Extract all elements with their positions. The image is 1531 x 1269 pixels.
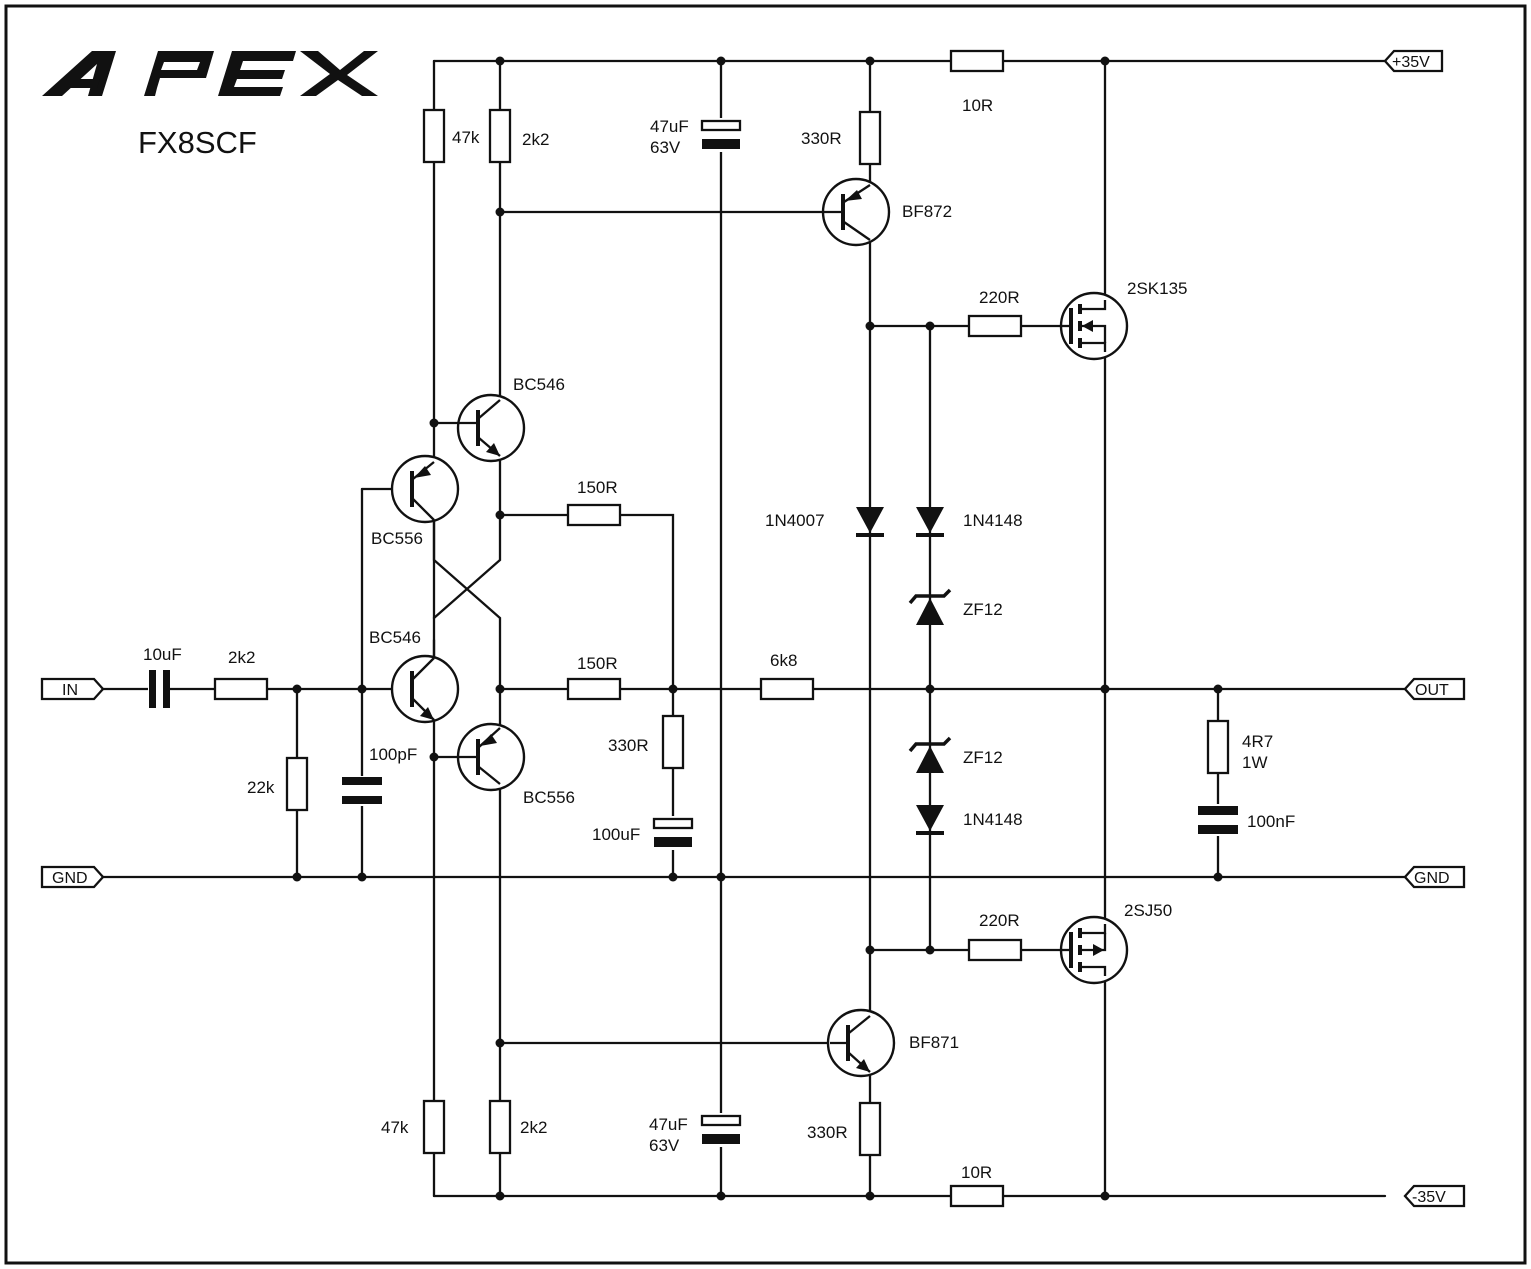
label-q-in-bot-npn: BC546 bbox=[369, 628, 421, 647]
label-c-filter: 100pF bbox=[369, 745, 417, 764]
port-minus-35v: -35V bbox=[1403, 1184, 1466, 1208]
label-r-bias-in: 22k bbox=[247, 778, 275, 797]
svg-text:GND: GND bbox=[52, 870, 88, 887]
label-q-vas-top: BF872 bbox=[902, 202, 952, 221]
port-gnd-right: GND bbox=[1403, 865, 1466, 889]
port-plus-35v: +35V bbox=[1383, 49, 1444, 73]
label-d-top-sig: 1N4148 bbox=[963, 511, 1023, 530]
capacitors bbox=[148, 118, 1238, 1147]
resistor-r-vas-bot bbox=[858, 1101, 882, 1157]
component-labels: 10uF 2k2 22k 100pF 47k 2k2 47uF 63V 330R… bbox=[143, 96, 1295, 1182]
resistor-r-fb-shunt bbox=[661, 714, 685, 770]
transistor-q-in-top-pnp bbox=[390, 454, 460, 524]
svg-text:OUT: OUT bbox=[1415, 682, 1449, 699]
port-out: OUT bbox=[1403, 677, 1466, 701]
resistor-r-top-a bbox=[422, 108, 446, 164]
capacitor-c-top bbox=[700, 118, 742, 152]
label-q-out-bot: 2SJ50 bbox=[1124, 901, 1172, 920]
label-c-bot-voltage: 63V bbox=[649, 1136, 680, 1155]
label-q-vas-bot: BF871 bbox=[909, 1033, 959, 1052]
label-r-supply-bot: 10R bbox=[961, 1163, 992, 1182]
label-r-zobel: 4R7 bbox=[1242, 732, 1273, 751]
resistor-r-bot-b bbox=[488, 1099, 512, 1155]
resistor-r-bias-in bbox=[285, 756, 309, 812]
resistor-r-gate-bot bbox=[967, 938, 1023, 962]
svg-text:+35V: +35V bbox=[1392, 54, 1430, 71]
label-q-in-top-npn: BC546 bbox=[513, 375, 565, 394]
label-c-top-value: 47uF bbox=[650, 117, 689, 136]
port-in: IN bbox=[40, 677, 105, 701]
resistor-r-top-b bbox=[488, 108, 512, 164]
label-r-zobel-power: 1W bbox=[1242, 753, 1268, 772]
capacitor-c-in bbox=[148, 670, 170, 708]
apex-logo bbox=[42, 51, 378, 96]
diode-d-bot-sig bbox=[916, 805, 944, 835]
label-r-gate-top: 220R bbox=[979, 288, 1020, 307]
capacitor-c-bot bbox=[700, 1113, 742, 1147]
label-q-out-top: 2SK135 bbox=[1127, 279, 1188, 298]
label-r-vas-top: 330R bbox=[801, 129, 842, 148]
svg-text:-35V: -35V bbox=[1412, 1189, 1446, 1206]
resistor-r-supply-bot bbox=[949, 1184, 1005, 1208]
transistor-q-vas-bot bbox=[826, 1008, 896, 1078]
resistor-r-bot-a bbox=[422, 1099, 446, 1155]
label-z-top: ZF12 bbox=[963, 600, 1003, 619]
capacitor-c-zobel bbox=[1198, 804, 1238, 836]
label-r-top-a: 47k bbox=[452, 128, 480, 147]
label-c-zobel: 100nF bbox=[1247, 812, 1295, 831]
diodes bbox=[856, 507, 952, 835]
label-r-vas-bot: 330R bbox=[807, 1123, 848, 1142]
label-d-top-rect: 1N4007 bbox=[765, 511, 825, 530]
label-r-gate-bot: 220R bbox=[979, 911, 1020, 930]
resistor-r-in bbox=[213, 677, 269, 701]
label-r-fb-top: 150R bbox=[577, 478, 618, 497]
transistor-q-in-top-npn bbox=[434, 393, 526, 463]
svg-text:IN: IN bbox=[62, 682, 78, 699]
transistor-q-vas-top bbox=[821, 177, 891, 247]
label-r-in: 2k2 bbox=[228, 648, 255, 667]
wires bbox=[101, 59, 1407, 1198]
resistor-r-zobel bbox=[1206, 719, 1230, 775]
diode-d-top-sig bbox=[916, 507, 944, 537]
label-r-fb-main: 6k8 bbox=[770, 651, 797, 670]
zener-z-bot bbox=[908, 736, 952, 773]
label-r-fb-shunt: 330R bbox=[608, 736, 649, 755]
label-r-fb-bot: 150R bbox=[577, 654, 618, 673]
label-c-bot-value: 47uF bbox=[649, 1115, 688, 1134]
resistor-r-fb-top bbox=[566, 503, 622, 527]
label-c-fb-shunt: 100uF bbox=[592, 825, 640, 844]
resistor-r-gate-top bbox=[967, 314, 1023, 338]
resistor-r-vas-top bbox=[858, 110, 882, 166]
capacitor-c-filter bbox=[342, 776, 382, 806]
label-c-top-voltage: 63V bbox=[650, 138, 681, 157]
resistor-r-fb-bot bbox=[566, 677, 622, 701]
label-c-in: 10uF bbox=[143, 645, 182, 664]
label-d-bot-sig: 1N4148 bbox=[963, 810, 1023, 829]
transistor-q-in-bot-pnp bbox=[434, 722, 526, 792]
label-r-top-b: 2k2 bbox=[522, 130, 549, 149]
label-r-bot-a: 47k bbox=[381, 1118, 409, 1137]
resistor-r-supply-top bbox=[949, 49, 1005, 73]
transistor-q-out-top bbox=[1059, 291, 1129, 361]
junctions bbox=[292, 56, 1223, 1201]
label-q-in-top-pnp: BC556 bbox=[371, 529, 423, 548]
transistor-q-in-bot-npn bbox=[390, 654, 460, 724]
zener-z-top bbox=[908, 588, 952, 625]
diode-d-top-rect bbox=[856, 507, 884, 537]
label-r-supply-top: 10R bbox=[962, 96, 993, 115]
svg-text:GND: GND bbox=[1414, 870, 1450, 887]
frame-border bbox=[4, 4, 1527, 1265]
label-q-in-bot-pnp: BC556 bbox=[523, 788, 575, 807]
capacitor-c-fb-shunt bbox=[652, 816, 694, 850]
label-z-bot: ZF12 bbox=[963, 748, 1003, 767]
label-r-bot-b: 2k2 bbox=[520, 1118, 547, 1137]
schematic-title: FX8SCF bbox=[138, 125, 257, 160]
transistor-q-out-bot bbox=[1059, 915, 1129, 985]
resistor-r-fb-main bbox=[759, 677, 815, 701]
port-gnd-left: GND bbox=[40, 865, 105, 889]
resistors bbox=[213, 49, 1230, 1208]
